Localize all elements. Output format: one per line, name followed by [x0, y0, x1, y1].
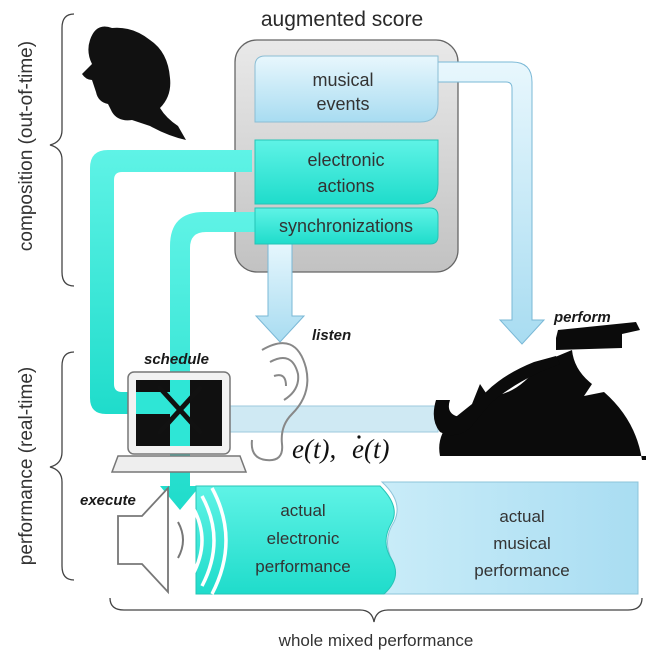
electronic-performance-box — [195, 485, 397, 595]
electronic-performance-label-3: performance — [255, 557, 350, 576]
listen-arrow — [254, 239, 306, 343]
whole-performance-brace — [109, 597, 643, 623]
schedule-arrow — [90, 150, 252, 414]
musical-performance-label-2: musical — [493, 534, 551, 553]
musical-events-label-2: events — [316, 94, 369, 114]
electronic-actions-section — [254, 139, 439, 205]
musical-events-label-1: musical — [312, 70, 373, 90]
synchronizations-label: synchronizations — [279, 216, 413, 236]
synchronizations-section — [254, 207, 439, 245]
schedule-cross-icon — [157, 385, 203, 435]
listen-label: listen — [312, 327, 351, 344]
composer-silhouette — [82, 26, 186, 140]
performance-brace — [49, 351, 75, 581]
schedule-label: schedule — [144, 351, 209, 368]
formula-part-2: e(t) — [352, 434, 389, 464]
formula-derivative-dot — [357, 435, 361, 439]
speaker-icon — [117, 485, 184, 595]
perform-label: perform — [553, 309, 611, 326]
sound-waves-icon — [190, 487, 228, 595]
whole-performance-label: whole mixed performance — [278, 631, 474, 650]
composition-label: composition (out-of-time) — [16, 41, 37, 251]
score-title: augmented score — [261, 8, 423, 31]
electronic-performance-label-1: actual — [280, 501, 325, 520]
execute-label: execute — [80, 492, 136, 509]
musical-events-section — [254, 55, 439, 123]
electronic-actions-label-2: actions — [317, 176, 374, 196]
electronic-actions-label-1: electronic — [307, 150, 384, 170]
electronic-performance-label-2: electronic — [267, 529, 340, 548]
saxophone-player-silhouette — [433, 322, 646, 460]
sync-bar — [195, 405, 439, 433]
formula-part-1: e(t), — [292, 434, 336, 464]
musical-performance-label-1: actual — [499, 507, 544, 526]
ear-icon — [250, 342, 309, 462]
performance-label: performance (real-time) — [16, 367, 37, 566]
composition-brace — [49, 13, 75, 287]
perform-arrow — [435, 61, 546, 345]
musical-performance-label-3: performance — [474, 561, 569, 580]
